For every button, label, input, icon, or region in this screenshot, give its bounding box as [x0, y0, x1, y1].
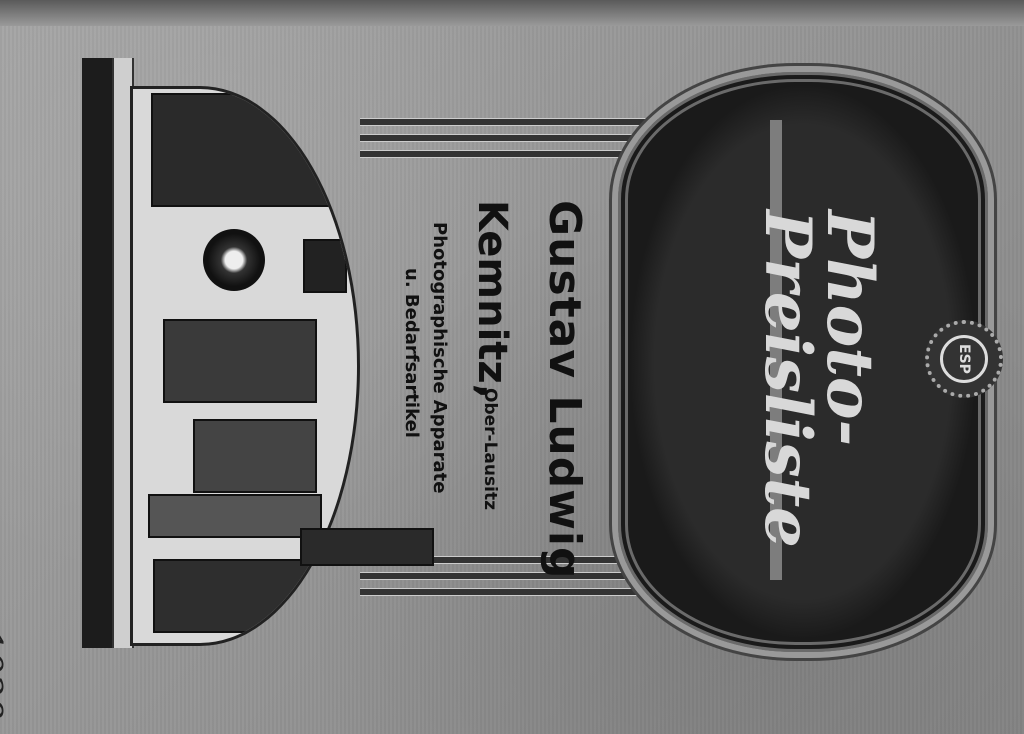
- logo-text: ESP: [940, 335, 988, 383]
- camera-illustration: [130, 86, 360, 646]
- camera-case: [153, 559, 317, 633]
- folding-camera: [151, 93, 355, 207]
- small-camera: [303, 239, 347, 293]
- plaque-stripe: [770, 120, 782, 580]
- tripod-legs: [148, 494, 322, 538]
- rail-bottom-3: [360, 588, 740, 596]
- company-city: Kemnitz,: [469, 200, 515, 399]
- company-region: Ober-Lausitz: [480, 388, 500, 510]
- rail-top-1: [360, 118, 740, 126]
- rail-top-2: [360, 134, 740, 142]
- esp-logo-icon: ESP: [925, 320, 1003, 398]
- rail-top-3: [360, 150, 740, 158]
- rail-bottom-2: [360, 572, 740, 580]
- camera-lens: [203, 229, 265, 291]
- product-line-2: u. Bedarfsartikel: [401, 268, 422, 438]
- telephoto-lens: [300, 528, 434, 566]
- handwritten-year: 1928: [0, 628, 8, 720]
- developing-tray: [193, 419, 317, 493]
- plaque-title: Photo- Preisliste: [750, 210, 887, 548]
- product-line-1: Photographische Apparate: [429, 222, 450, 494]
- rail-bottom-1: [360, 556, 740, 564]
- decorative-border-bar: [82, 58, 112, 648]
- paper-top-edge: [0, 0, 1024, 26]
- plate-holder: [163, 319, 317, 403]
- company-name: Gustav Ludwig: [539, 200, 590, 580]
